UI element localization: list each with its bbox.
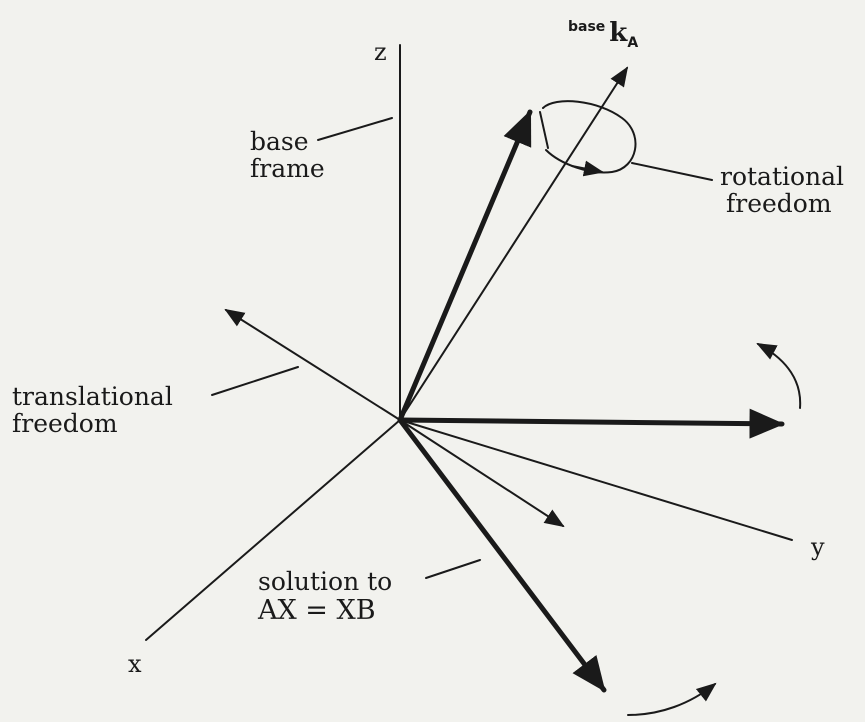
ellipse-gap-mark [539, 111, 549, 149]
solution-equation: AX = XB [258, 595, 376, 626]
x-axis-label: x [128, 650, 142, 678]
solution-line-1: solution to [258, 567, 393, 596]
base-frame-line-2: frame [250, 154, 325, 183]
base-frame-leader [317, 117, 393, 141]
rotation-arc-right [756, 343, 802, 409]
rotational-freedom-label: rotational freedom [720, 163, 844, 217]
solution-label: solution to AX = XB [258, 568, 392, 624]
y-axis-line [399, 419, 793, 541]
translational-freedom-line-1: translational [12, 382, 173, 411]
x-axis-line [145, 419, 401, 641]
k-a-symbol: k [609, 18, 628, 48]
small-lower-arrow [399, 419, 565, 528]
rotation-arc-bottom [627, 682, 717, 716]
base-frame-label: base frame [250, 128, 325, 182]
rotational-leader [631, 162, 713, 181]
translational-freedom-label: translational freedom [12, 383, 173, 437]
translational-freedom-line-2: freedom [12, 409, 118, 438]
k-a-superscript: base [568, 19, 606, 35]
k-a-subscript: A [627, 35, 639, 51]
k-a-vector [399, 66, 629, 421]
rotational-ellipse-arrow [571, 160, 604, 177]
solution-up-arrow [397, 109, 533, 423]
rotational-ellipse [542, 100, 637, 174]
z-axis-label: z [374, 38, 387, 66]
y-axis-label: y [811, 533, 825, 561]
rotational-freedom-line-2: freedom [726, 189, 832, 218]
solution-leader [425, 559, 481, 579]
translational-arrow [224, 308, 401, 421]
rotational-freedom-line-1: rotational [720, 162, 845, 191]
solution-horizontal-arrow [397, 408, 785, 439]
base-frame-line-1: base [250, 127, 309, 156]
solution-down-arrow [397, 417, 607, 693]
translational-leader [211, 366, 299, 396]
